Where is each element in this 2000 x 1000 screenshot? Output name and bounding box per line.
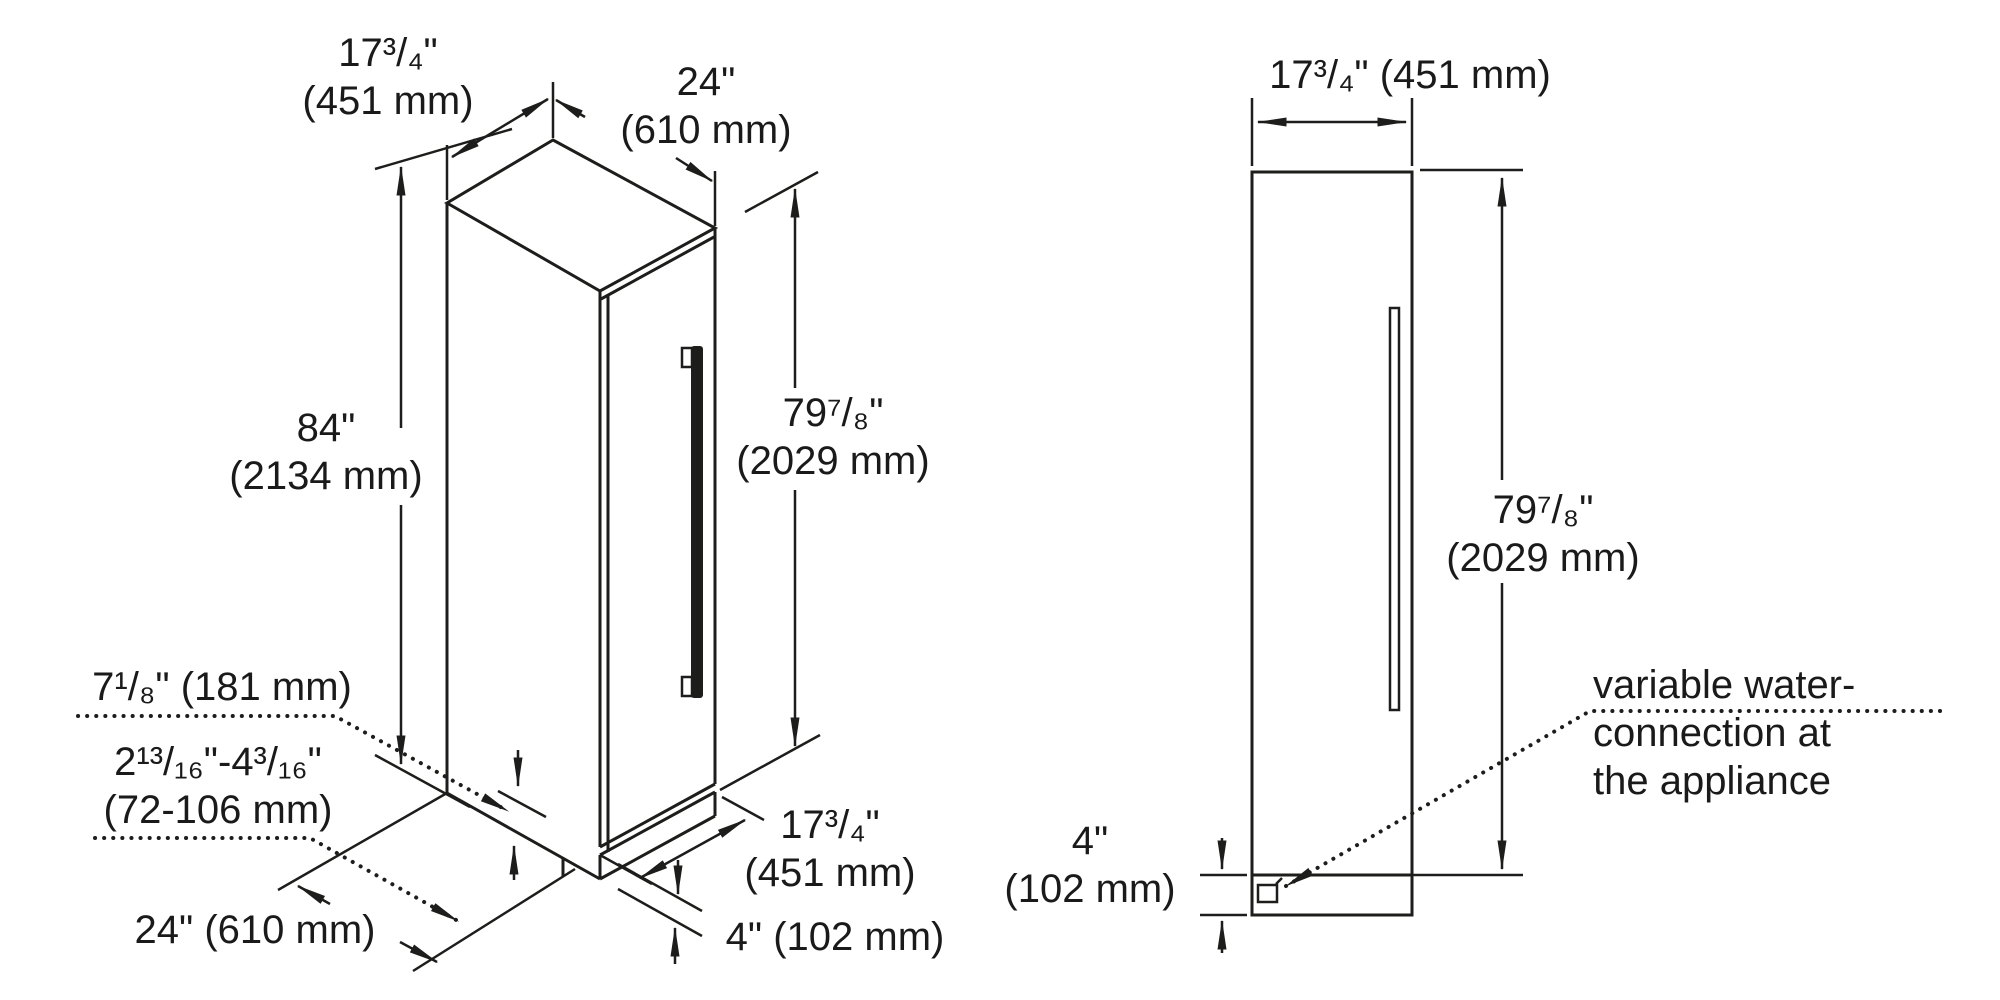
water-connection-icon <box>1256 877 1283 904</box>
dim-value: 84" <box>296 406 356 450</box>
dim-value: 7¹/₈" (181 mm) <box>92 665 352 709</box>
handle-bottom-bracket-icon <box>680 675 694 698</box>
note-line: variable water- <box>1593 663 1856 707</box>
dim-label-iso-width-top: 17³/₄" (451 mm) <box>302 29 473 125</box>
dim-value: 4" (102 mm) <box>725 915 945 959</box>
dim-label-iso-kick-height: 4" (102 mm) <box>726 913 945 961</box>
dim-label-iso-niche-height: 84" (2134 mm) <box>229 404 422 500</box>
dim-value: 17³/₄" <box>338 31 438 75</box>
isometric-dimension-lines <box>277 82 821 973</box>
isometric-dotted-leaders <box>76 714 510 923</box>
dim-label-water-offset: 7¹/₈" (181 mm) <box>92 663 352 711</box>
dim-value: 17³/₄" <box>780 803 880 847</box>
dim-metric: (72-106 mm) <box>103 788 333 832</box>
dim-value: 24" (610 mm) <box>134 908 376 952</box>
dim-label-front-kick-height: 4" (102 mm) <box>1004 817 1175 913</box>
dim-value: 4" <box>1071 819 1109 863</box>
dim-label-iso-depth-top: 24" (610 mm) <box>620 58 791 154</box>
dim-metric: (2134 mm) <box>229 454 423 498</box>
door-handle <box>680 346 703 698</box>
dim-value: 24" <box>676 60 736 104</box>
dim-label-toe-adjust-range: 2¹³/₁₆"-4³/₁₆" (72-106 mm) <box>104 738 333 834</box>
dim-metric: (451 mm) <box>302 79 474 123</box>
front-view-dotted-leader <box>1284 709 1943 888</box>
handle-top-bracket-icon <box>680 346 694 369</box>
dim-label-front-width: 17³/₄" (451 mm) <box>1269 51 1551 99</box>
dim-metric: (610 mm) <box>620 108 792 152</box>
dim-metric: (2029 mm) <box>736 439 930 483</box>
handle-bar-icon <box>691 346 703 698</box>
dim-value: 2¹³/₁₆"-4³/₁₆" <box>114 740 322 784</box>
note-line: the appliance <box>1593 759 1831 803</box>
front-view-cabinet <box>1250 170 1414 917</box>
dim-value: 79⁷/₈" <box>1492 488 1594 532</box>
water-connection-note: variable water- connection at the applia… <box>1593 661 1855 805</box>
dim-metric: (2029 mm) <box>1446 536 1640 580</box>
dim-label-front-height: 79⁷/₈" (2029 mm) <box>1446 486 1639 582</box>
front-view-dimension-lines <box>1200 98 1523 953</box>
dim-metric: (102 mm) <box>1004 867 1176 911</box>
dim-label-iso-depth-bottom: 24" (610 mm) <box>135 906 376 954</box>
front-handle-icon <box>1388 306 1401 712</box>
dim-label-iso-height: 79⁷/₈" (2029 mm) <box>736 389 929 485</box>
dim-value: 79⁷/₈" <box>782 391 884 435</box>
dim-label-iso-width-bottom: 17³/₄" (451 mm) <box>744 801 915 897</box>
dim-metric: (451 mm) <box>744 851 916 895</box>
isometric-cabinet <box>444 138 719 881</box>
note-line: connection at <box>1593 711 1831 755</box>
dim-value: 17³/₄" (451 mm) <box>1269 53 1551 97</box>
